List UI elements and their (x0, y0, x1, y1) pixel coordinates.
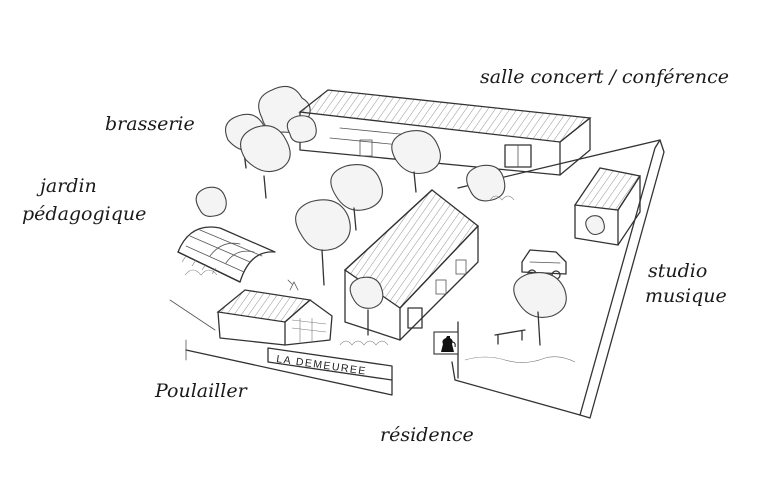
label-studio-line2: musique (645, 285, 727, 307)
site-boundary (169, 139, 665, 419)
entrance-sign: LA DEMEUREE (267, 347, 393, 381)
music-studio (573, 167, 642, 246)
chicken-coop (216, 279, 333, 346)
label-poulailler: Poulailler (154, 380, 249, 402)
flag (433, 321, 459, 379)
residence-building (343, 189, 479, 341)
label-jardin-line1: jardin (36, 175, 97, 197)
jug-flag-icon (441, 336, 456, 352)
sign-text: LA DEMEUREE (276, 353, 368, 378)
greenhouse (177, 226, 276, 283)
label-jardin-line2: pédagogique (22, 203, 146, 225)
bushes-front (184, 195, 515, 346)
label-residence: résidence (380, 424, 474, 446)
trees-right (464, 272, 576, 363)
label-concert-hall: salle concert / conférence (480, 66, 729, 88)
label-brasserie: brasserie (105, 113, 195, 135)
concert-hall (298, 89, 592, 176)
trees-orchard (195, 115, 506, 286)
label-studio-line1: studio (648, 260, 707, 282)
